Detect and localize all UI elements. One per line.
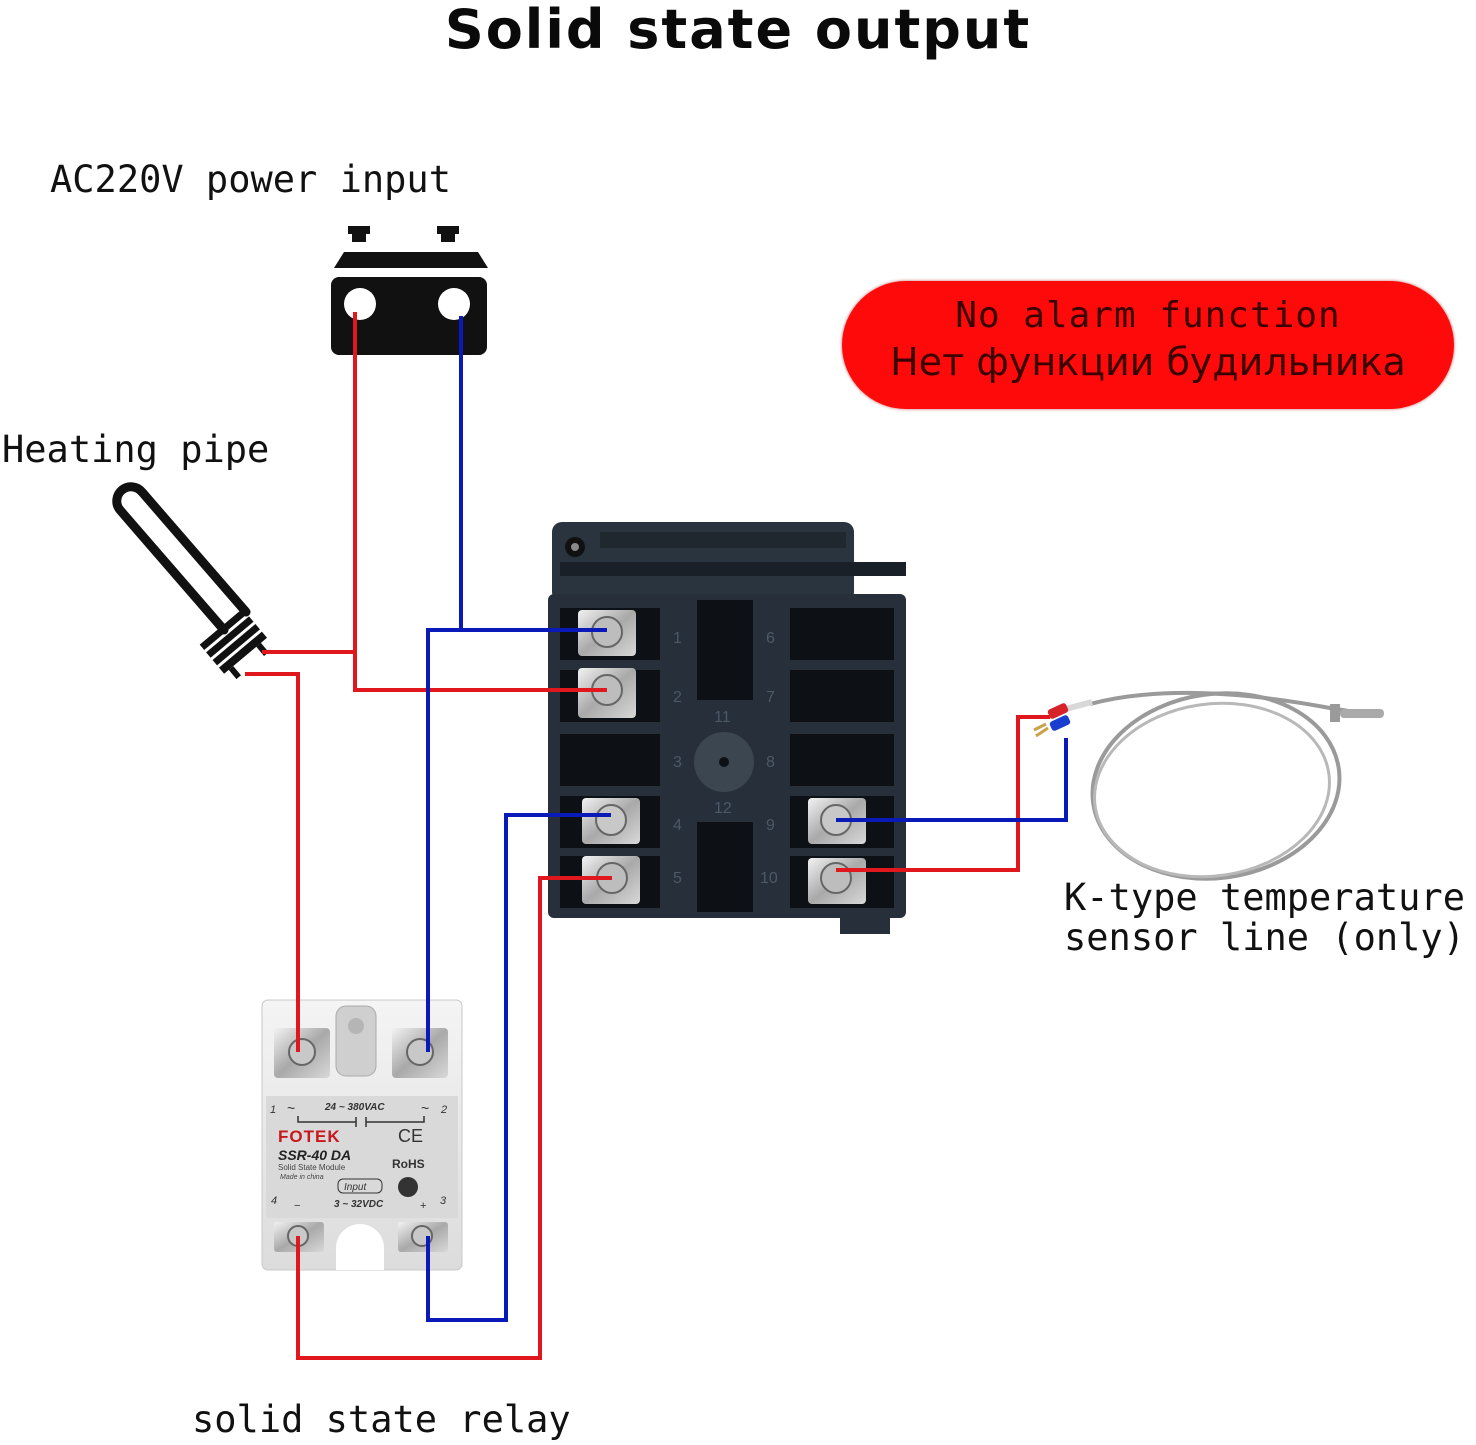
terminal-number-3: 3	[673, 754, 682, 771]
relay-label: solid state relay	[192, 1398, 571, 1441]
power-input-label: AC220V power input	[50, 158, 451, 201]
neutral-wires	[426, 316, 1068, 1322]
heating-pipe-label: Heating pipe	[2, 428, 270, 471]
k-type-sensor	[1033, 690, 1384, 881]
terminal-number-10: 10	[760, 870, 778, 887]
relay-ac-symbol-left: ~	[287, 1100, 295, 1116]
live-wires	[245, 312, 1050, 1360]
wire-terminal-1-to-relay-2	[426, 628, 461, 1052]
relay-model: SSR-40 DA	[278, 1147, 351, 1163]
relay-terminal-2: 2	[440, 1104, 447, 1116]
solid-state-relay: 1 ~ 24 ~ 380VAC ~ 2 FOTEK CE SSR-40 DA R…	[261, 999, 463, 1271]
terminal-number-5: 5	[673, 870, 682, 887]
terminal-screw-1	[578, 610, 636, 656]
terminal-screw-4	[582, 798, 640, 844]
relay-subtitle: Solid State Module	[278, 1163, 346, 1172]
relay-terminal-1: 1	[270, 1104, 276, 1116]
relay-origin: Made in china	[280, 1174, 324, 1181]
sensor-label-line1: K-type temperature	[1064, 876, 1465, 919]
relay-input-rating: 3 ~ 32VDC	[334, 1199, 384, 1210]
relay-brand: FOTEK	[278, 1127, 341, 1146]
page-title: Solid state output	[444, 0, 1032, 61]
terminal-number-7: 7	[766, 689, 775, 706]
wire-relay-4-to-terminal-5	[296, 876, 612, 1360]
no-alarm-badge: No alarm function Нет функции будильника	[842, 281, 1454, 409]
no-alarm-text-en: No alarm function	[955, 295, 1341, 336]
wire-sensor-to-terminal-10	[836, 715, 1050, 872]
terminal-number-8: 8	[766, 754, 775, 771]
no-alarm-text-ru: Нет функции будильника	[890, 340, 1406, 384]
relay-input-label: Input	[344, 1182, 367, 1193]
temperature-controller: 1 2 3 4 5 6 7 8 9 10 11 12	[548, 522, 906, 934]
relay-terminal-4: 4	[271, 1195, 277, 1207]
relay-plus: +	[420, 1200, 426, 1212]
wire-relay-3-to-terminal-4	[426, 813, 611, 1322]
terminal-number-4: 4	[673, 817, 682, 834]
relay-ac-symbol-right: ~	[421, 1100, 429, 1116]
relay-ce-mark: CE	[398, 1126, 423, 1146]
relay-rohs-mark: RoHS	[392, 1157, 425, 1171]
terminal-number-9: 9	[766, 817, 775, 834]
wire-power-to-terminal-2	[353, 312, 607, 692]
wire-heater-to-relay-1	[245, 672, 300, 1052]
relay-load-rating: 24 ~ 380VAC	[324, 1102, 385, 1113]
terminal-screw-2	[578, 668, 636, 718]
terminal-number-1: 1	[673, 630, 682, 647]
terminal-number-2: 2	[673, 689, 682, 706]
relay-minus: −	[294, 1200, 300, 1212]
power-socket-icon	[331, 226, 488, 355]
wire-sensor-to-terminal-9	[836, 738, 1068, 822]
relay-terminal-3: 3	[440, 1195, 447, 1207]
terminal-number-11: 11	[714, 709, 731, 726]
terminal-number-6: 6	[766, 630, 775, 647]
terminal-screw-10	[808, 858, 866, 904]
sensor-label-line2: sensor line (only)	[1064, 916, 1465, 959]
terminal-number-12: 12	[714, 800, 732, 817]
heating-pipe-icon	[112, 482, 269, 680]
